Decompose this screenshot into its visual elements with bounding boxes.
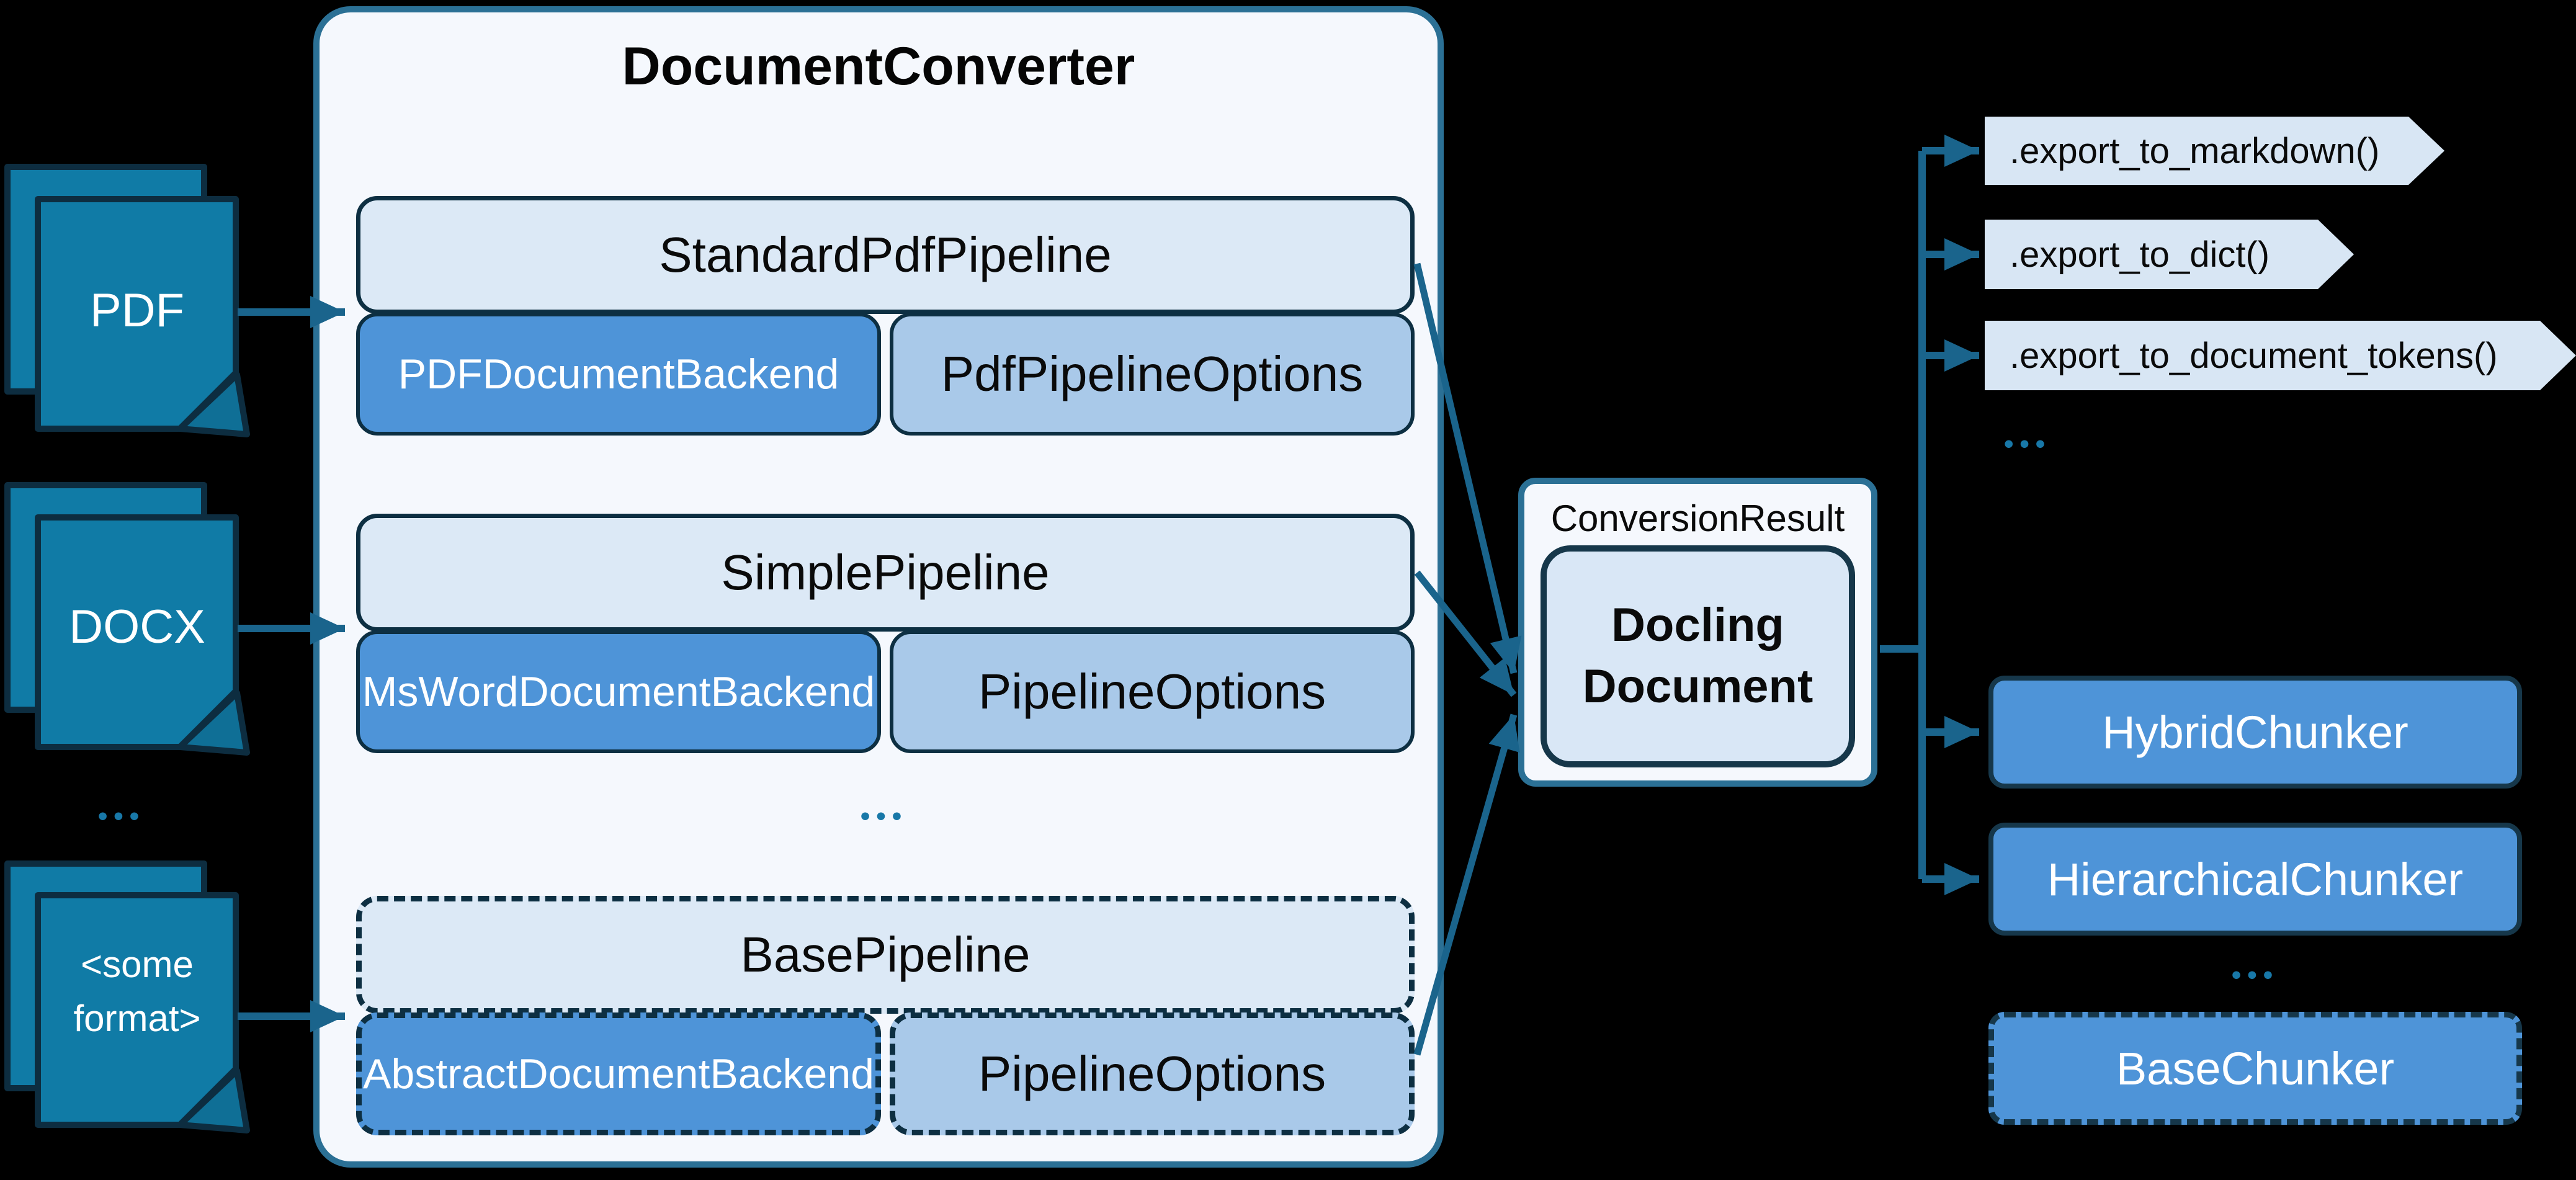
export-to-markdown-tag: .export_to_markdown() [1985,117,2444,185]
base-chunker-box: BaseChunker [1988,1012,2522,1125]
abstract-document-backend-box: AbstractDocumentBackend [356,1012,881,1135]
pdf-pipeline-options-box: PdfPipelineOptions [890,313,1415,436]
inputs-ellipsis: ••• [97,801,146,831]
some-format-stack-label-text: <some format> [73,944,201,1039]
hierarchical-chunker-box: HierarchicalChunker [1988,823,2522,936]
conversion-result-label: ConversionResult [1550,497,1845,539]
export-to-document-tokens-tag: .export_to_document_tokens() [1985,321,2576,390]
simple-pipeline-box: SimplePipeline [356,514,1415,632]
docling-document-box: Docling Document [1541,545,1855,767]
some-format-stack-label: <some format> [38,917,236,1066]
chunkers-ellipsis: ••• [2231,960,2279,990]
msword-document-backend-box: MsWordDocumentBackend [356,630,881,753]
export-to-dict-tag: .export_to_dict() [1985,220,2354,289]
hybrid-chunker-box: HybridChunker [1988,676,2522,789]
pdf-document-backend-box: PDFDocumentBackend [356,313,881,436]
document-converter-title: DocumentConverter [622,36,1135,96]
docx-stack-label: DOCX [69,600,205,653]
exports-ellipsis: ••• [2004,429,2052,459]
standard-pdf-pipeline-box: StandardPdfPipeline [356,196,1415,314]
pipelines-ellipsis: ••• [860,801,908,831]
pipeline-options-abstract-box: PipelineOptions [890,1012,1415,1135]
base-pipeline-box: BasePipeline [356,896,1415,1014]
pipeline-options-box: PipelineOptions [890,630,1415,753]
pdf-stack-label: PDF [90,284,184,337]
docling-document-label: Docling Document [1582,599,1813,713]
